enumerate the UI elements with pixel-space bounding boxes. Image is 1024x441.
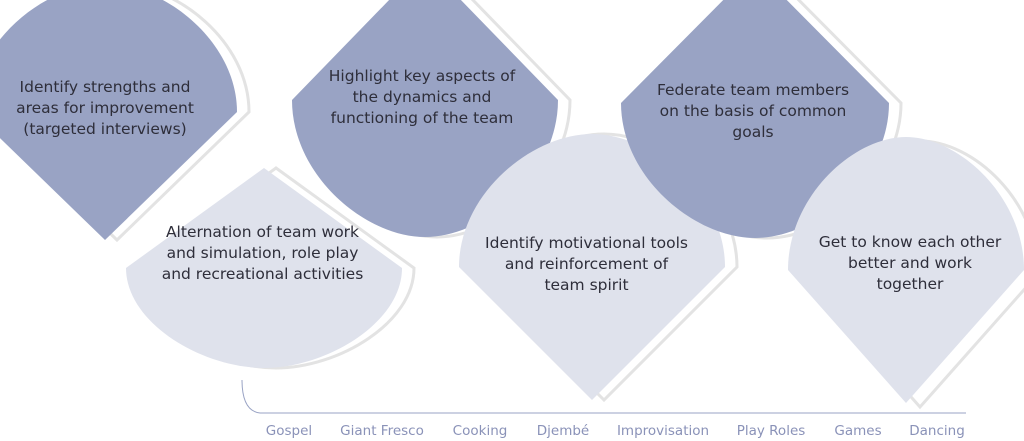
activity-cooking: Cooking bbox=[452, 423, 508, 439]
objective-shape-3 bbox=[292, 0, 558, 237]
objective-shape-2 bbox=[126, 168, 402, 368]
activity-giant-fresco: Giant Fresco bbox=[340, 423, 424, 439]
objective-shape-4 bbox=[459, 134, 725, 400]
objective-shape-6 bbox=[788, 137, 1024, 403]
objective-text-3: Highlight key aspects of the dynamics an… bbox=[328, 67, 516, 127]
activity-play-roles: Play Roles bbox=[736, 423, 806, 439]
activity-dancing: Dancing bbox=[909, 423, 965, 439]
objective-text-2: Alternation of team work and simulation,… bbox=[161, 223, 364, 283]
objective-shape-1-shadow bbox=[0, 0, 251, 243]
activities-axis bbox=[241, 379, 966, 414]
objective-shapes bbox=[0, 0, 1024, 403]
objective-text-1: Identify strengths and areas for improve… bbox=[16, 78, 194, 138]
objective-shape-1 bbox=[0, 0, 237, 240]
objective-text-4: Identify motivational tools and reinforc… bbox=[485, 234, 688, 294]
objective-shape-5 bbox=[621, 0, 889, 238]
objective-text-6: Get to know each other better and work t… bbox=[818, 233, 1002, 293]
activity-gospel: Gospel bbox=[265, 423, 313, 439]
activity-improvisation: Improvisation bbox=[616, 423, 710, 439]
activity-games: Games bbox=[834, 423, 882, 439]
objective-text-5: Federate team members on the basis of co… bbox=[656, 81, 850, 141]
activity-djembe: Djembé bbox=[536, 423, 590, 439]
